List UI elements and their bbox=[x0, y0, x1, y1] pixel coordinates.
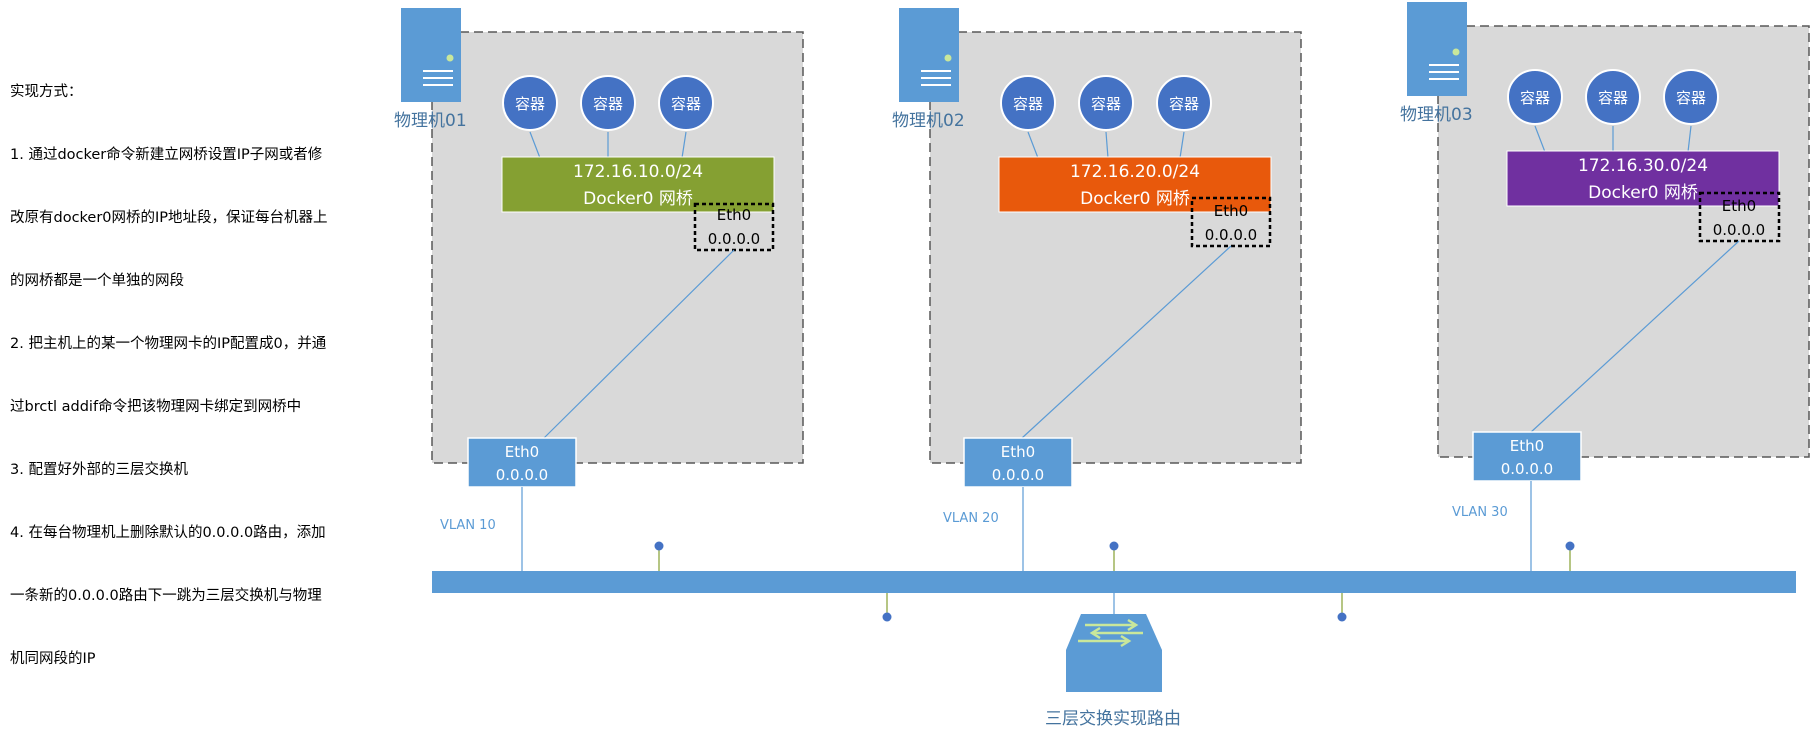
container-label: 容器 bbox=[593, 95, 623, 113]
inner-eth-ip: 0.0.0.0 bbox=[1713, 221, 1765, 239]
bridge-subnet: 172.16.20.0/24 bbox=[1070, 162, 1200, 182]
container-icon: 容器 bbox=[502, 75, 558, 131]
bridge-name: Docker0 网桥 bbox=[1588, 183, 1698, 203]
bridge-subnet: 172.16.30.0/24 bbox=[1578, 156, 1708, 176]
inner-eth0-port: Eth0 0.0.0.0 bbox=[1190, 196, 1272, 248]
inner-eth0-port: Eth0 0.0.0.0 bbox=[1698, 191, 1781, 243]
container-label: 容器 bbox=[515, 95, 545, 113]
notes-line: 3. 配置好外部的三层交换机 bbox=[10, 462, 188, 478]
container-label: 容器 bbox=[1013, 95, 1043, 113]
notes-line: 1. 通过docker命令新建立网桥设置IP子网或者修 bbox=[10, 147, 323, 163]
docker0-bridge: 172.16.30.0/24 Docker0 网桥 bbox=[1506, 150, 1780, 207]
layer3-switch-icon bbox=[1066, 614, 1162, 692]
network-bus bbox=[432, 541, 1796, 622]
outer-eth0-port: Eth0 0.0.0.0 bbox=[1472, 431, 1582, 482]
vlan-label: VLAN 20 bbox=[943, 511, 999, 526]
notes-line: 一条新的0.0.0.0路由下一跳为三层交换机与物理 bbox=[10, 588, 322, 604]
bus-node bbox=[1337, 612, 1347, 622]
outer-eth0-port: Eth0 0.0.0.0 bbox=[963, 437, 1073, 488]
notes-line: 的网桥都是一个单独的网段 bbox=[10, 273, 184, 289]
container-icon: 容器 bbox=[1507, 69, 1563, 125]
outer-eth-name: Eth0 bbox=[1001, 443, 1035, 461]
container-label: 容器 bbox=[1598, 89, 1628, 107]
implementation-notes: 实现方式： 1. 通过docker命令新建立网桥设置IP子网或者修 改原有doc… bbox=[10, 40, 355, 691]
container-icon: 容器 bbox=[1156, 75, 1212, 131]
bridge-name: Docker0 网桥 bbox=[583, 189, 693, 209]
outer-eth-ip: 0.0.0.0 bbox=[992, 466, 1044, 484]
outer-eth-name: Eth0 bbox=[505, 443, 539, 461]
outer-eth0-port: Eth0 0.0.0.0 bbox=[467, 437, 577, 488]
host-02: 物理机02 容器 容器 容器 172.16.20.0/24 Docker0 网桥… bbox=[892, 8, 1302, 571]
container-icon: 容器 bbox=[658, 75, 714, 131]
vlan-label: VLAN 10 bbox=[440, 518, 496, 533]
outer-eth-name: Eth0 bbox=[1510, 437, 1544, 455]
server-icon bbox=[401, 8, 461, 102]
notes-line: 机同网段的IP bbox=[10, 651, 96, 667]
container-label: 容器 bbox=[1091, 95, 1121, 113]
container-icon: 容器 bbox=[1663, 69, 1719, 125]
inner-eth-ip: 0.0.0.0 bbox=[708, 230, 760, 248]
container-label: 容器 bbox=[671, 95, 701, 113]
bus-node bbox=[1565, 541, 1575, 551]
host-name: 物理机03 bbox=[1400, 105, 1473, 125]
container-label: 容器 bbox=[1676, 89, 1706, 107]
server-icon bbox=[1407, 2, 1467, 96]
inner-eth-name: Eth0 bbox=[1722, 197, 1756, 215]
outer-eth-ip: 0.0.0.0 bbox=[1501, 460, 1553, 478]
bus-bar bbox=[432, 571, 1796, 593]
host-01: 物理机01 容器 容器 容器 172.16.10.0/24 Docker0 网桥… bbox=[394, 8, 804, 571]
switch-label: 三层交换实现路由 bbox=[1045, 709, 1181, 729]
bus-node bbox=[1109, 541, 1119, 551]
inner-eth-name: Eth0 bbox=[717, 206, 751, 224]
inner-eth-name: Eth0 bbox=[1214, 202, 1248, 220]
inner-eth0-port: Eth0 0.0.0.0 bbox=[693, 202, 775, 252]
bus-node bbox=[882, 612, 892, 622]
host-name: 物理机01 bbox=[394, 111, 467, 131]
docker0-bridge: 172.16.10.0/24 Docker0 网桥 bbox=[501, 156, 775, 213]
host-03: 物理机03 容器 容器 容器 172.16.30.0/24 Docker0 网桥… bbox=[1400, 2, 1810, 571]
host-name: 物理机02 bbox=[892, 111, 965, 131]
notes-line: 过brctl addif命令把该物理网卡绑定到网桥中 bbox=[10, 399, 302, 415]
notes-line: 改原有docker0网桥的IP地址段，保证每台机器上 bbox=[10, 210, 328, 226]
container-label: 容器 bbox=[1520, 89, 1550, 107]
notes-heading: 实现方式： bbox=[10, 84, 83, 100]
outer-eth-ip: 0.0.0.0 bbox=[496, 466, 548, 484]
bridge-subnet: 172.16.10.0/24 bbox=[573, 162, 703, 182]
container-icon: 容器 bbox=[1585, 69, 1641, 125]
bus-node bbox=[654, 541, 664, 551]
notes-line: 2. 把主机上的某一个物理网卡的IP配置成0，并通 bbox=[10, 336, 327, 352]
vlan-label: VLAN 30 bbox=[1452, 505, 1508, 520]
container-label: 容器 bbox=[1169, 95, 1199, 113]
docker0-bridge: 172.16.20.0/24 Docker0 网桥 bbox=[998, 156, 1272, 213]
container-icon: 容器 bbox=[1078, 75, 1134, 131]
container-icon: 容器 bbox=[580, 75, 636, 131]
server-icon bbox=[899, 8, 959, 102]
notes-line: 4. 在每台物理机上删除默认的0.0.0.0路由，添加 bbox=[10, 525, 326, 541]
inner-eth-ip: 0.0.0.0 bbox=[1205, 226, 1257, 244]
container-icon: 容器 bbox=[1000, 75, 1056, 131]
bridge-name: Docker0 网桥 bbox=[1080, 189, 1190, 209]
